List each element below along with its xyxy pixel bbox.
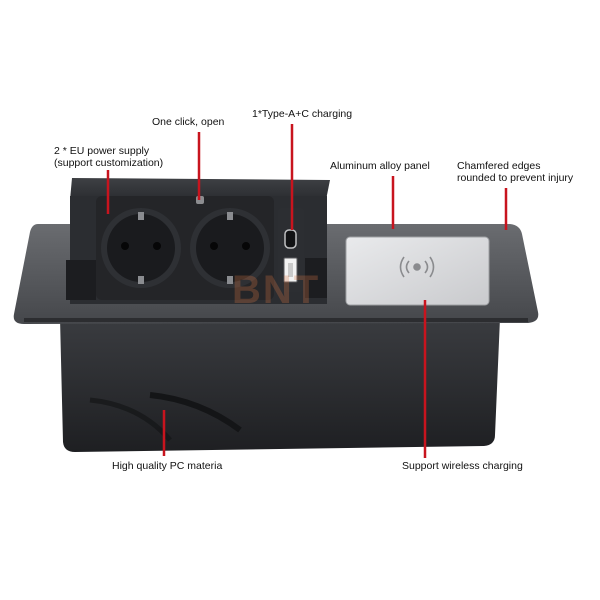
- callout-eu-power-line2: (support customization): [54, 157, 164, 169]
- callout-chamfered-line1: Chamfered edges: [457, 160, 541, 172]
- callout-aluminum: Aluminum alloy panel: [330, 160, 430, 172]
- callout-pc-material: High quality PC materia: [112, 460, 223, 472]
- brand-watermark: BNT: [232, 268, 321, 312]
- wireless-charging-icon: [399, 256, 435, 278]
- wireless-pad: [345, 236, 490, 306]
- eu-socket-right: [190, 208, 270, 288]
- callout-one-click: One click, open: [152, 116, 225, 128]
- callout-type-ac: 1*Type-A+C charging: [252, 108, 353, 120]
- callout-eu-power-line1: 2 * EU power supply: [54, 145, 150, 157]
- callout-chamfered-line2: rounded to prevent injury: [457, 172, 574, 184]
- callout-lines: [106, 124, 508, 458]
- usb-module: [278, 208, 304, 292]
- callout-wireless: Support wireless charging: [402, 460, 523, 472]
- socket-insert: [96, 196, 304, 300]
- eu-socket-left: [101, 208, 181, 288]
- box-body: [60, 318, 500, 452]
